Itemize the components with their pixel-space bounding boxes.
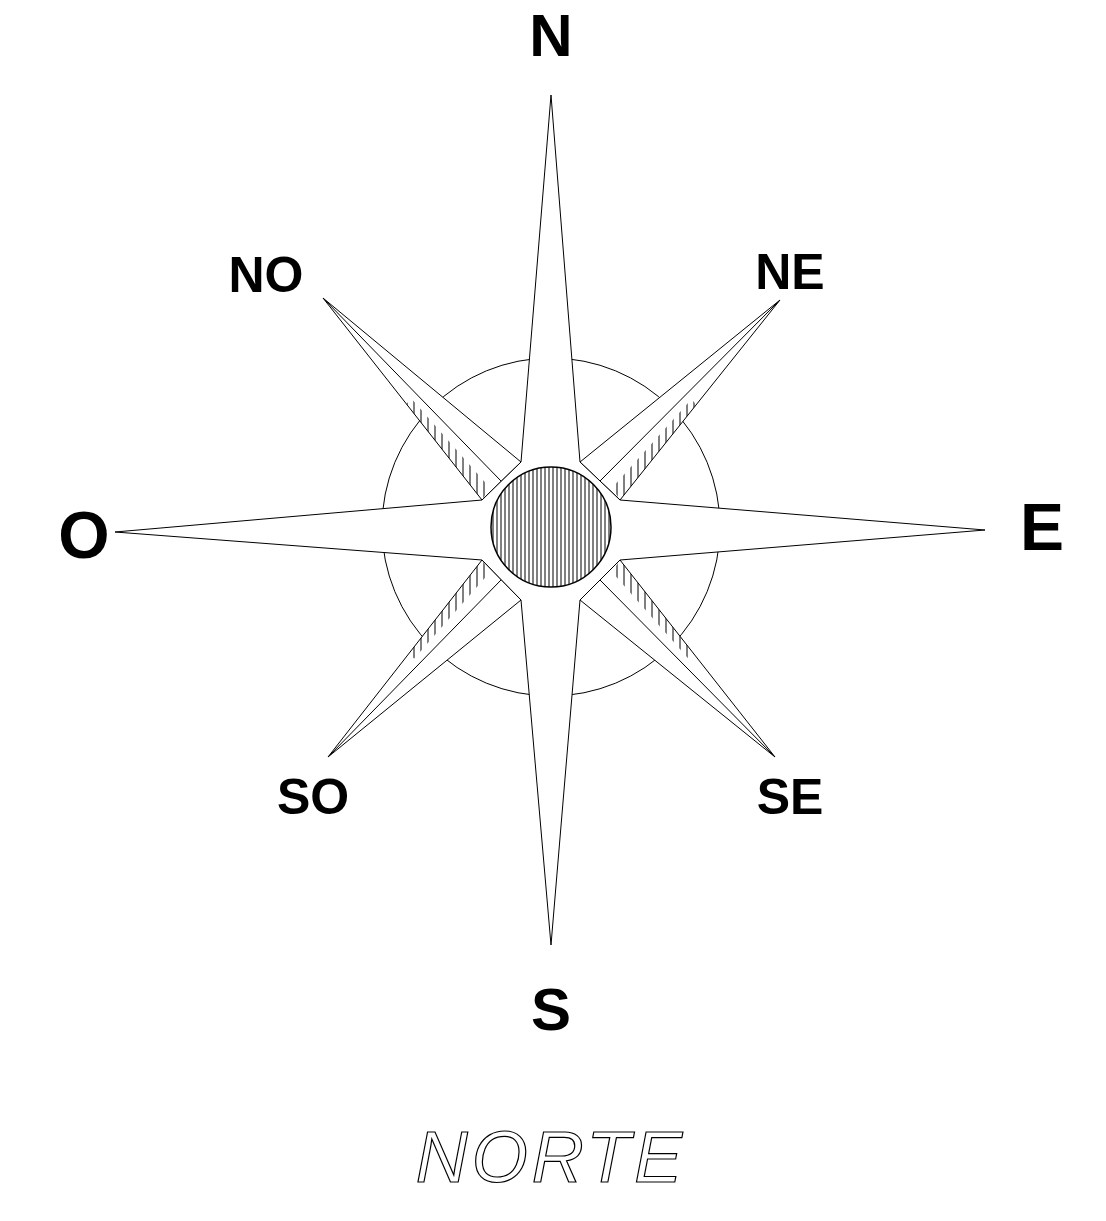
direction-label: O <box>58 502 109 568</box>
main-star <box>115 95 985 945</box>
direction-label: NO <box>229 250 304 300</box>
direction-label: N <box>529 6 572 66</box>
direction-label: NE <box>755 247 824 297</box>
direction-label: SE <box>757 772 824 822</box>
direction-label: SO <box>277 772 349 822</box>
direction-label: E <box>1020 494 1064 560</box>
direction-label: S <box>531 980 571 1040</box>
caption: NORTE <box>416 1121 687 1193</box>
center-disc <box>491 467 611 587</box>
